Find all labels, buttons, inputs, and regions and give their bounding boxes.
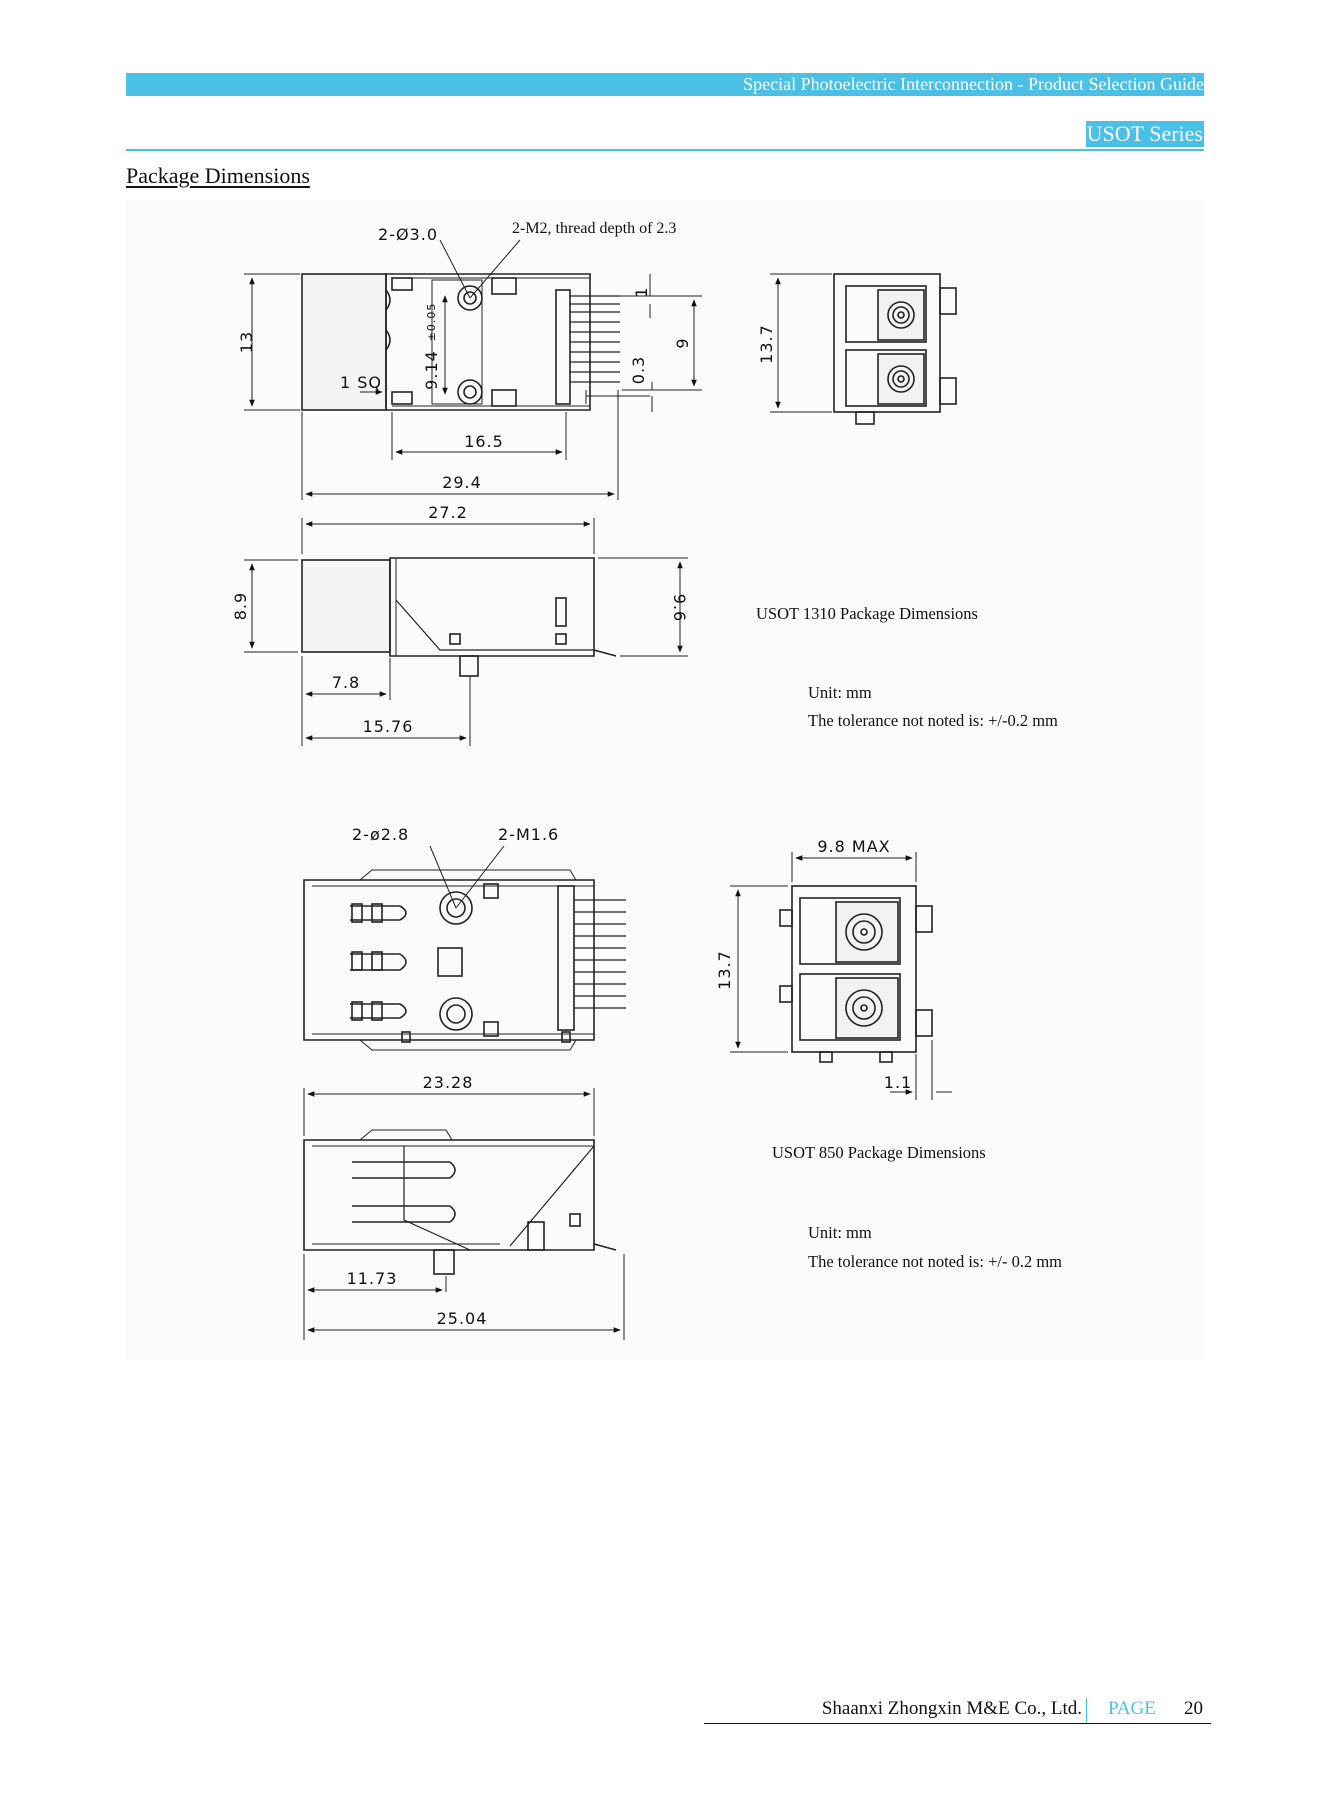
usot850-top-view <box>303 869 626 1051</box>
dim-27-2: 27.2 <box>428 503 468 522</box>
usot850-tolerance: The tolerance not noted is: +/- 0.2 mm <box>808 1252 1062 1271</box>
usot850-front-dimension-labels: 9.8 MAX 13.7 1.1 <box>715 837 912 1092</box>
dim-0-3: 0.3 <box>629 356 648 384</box>
dim-9-6: 9.6 <box>670 594 689 622</box>
usot1310-side-dimension-lines <box>244 518 688 746</box>
usot1310-unit: Unit: mm <box>808 683 872 702</box>
dim-23-28: 23.28 <box>423 1073 474 1092</box>
usot1310-front-view <box>833 273 957 425</box>
dim-25-04: 25.04 <box>437 1309 488 1328</box>
footer: Shaanxi Zhongxin M&E Co., Ltd. PAGE 20 <box>0 1698 1326 1728</box>
usot1310-top-view <box>301 273 650 411</box>
dim-13-7-850: 13.7 <box>715 950 734 990</box>
usot850-front-dimension-lines <box>730 852 952 1100</box>
footer-page-number: 20 <box>1184 1698 1203 1719</box>
dim-9-14-tolerance: ±0.05 <box>425 303 438 342</box>
series-rule <box>126 149 1204 151</box>
footer-separator <box>1086 1698 1087 1724</box>
usot1310-top-dimension-lines <box>244 239 702 500</box>
usot850-side-dimension-labels: 23.28 11.73 25.04 <box>347 1073 488 1328</box>
series-badge: USOT Series <box>1085 121 1204 147</box>
dim-13-7-1310: 13.7 <box>757 324 776 364</box>
footer-company: Shaanxi Zhongxin M&E Co., Ltd. <box>821 1698 1082 1719</box>
usot850-side-view <box>303 1129 617 1275</box>
dim-1: 1 <box>632 286 651 297</box>
usot850-front-view <box>779 885 933 1063</box>
dim-13: 13 <box>237 331 256 353</box>
callout-thread-m2: 2-M2, thread depth of 2.3 <box>512 220 676 237</box>
usot1310-caption: USOT 1310 Package Dimensions <box>756 604 978 623</box>
dim-9-14: 9.14 <box>422 350 441 390</box>
usot1310-side-view <box>301 557 617 677</box>
callout-holes-3-0: 2-Ø3.0 <box>378 225 438 244</box>
usot850-side-dimension-lines <box>303 1088 625 1340</box>
callout-holes-2-8: 2-ø2.8 <box>352 825 409 844</box>
dim-8-9: 8.9 <box>231 592 250 620</box>
section-title: Package Dimensions <box>126 163 310 188</box>
dim-9: 9 <box>673 337 692 348</box>
usot1310-tolerance: The tolerance not noted is: +/-0.2 mm <box>808 711 1058 730</box>
usot850-caption: USOT 850 Package Dimensions <box>772 1143 986 1162</box>
usot1310-front-dimension-lines <box>770 273 832 413</box>
dim-16-5: 16.5 <box>464 432 504 451</box>
dim-1sq: 1 SQ <box>340 373 382 392</box>
footer-page-label: PAGE <box>1108 1698 1156 1719</box>
dim-7-8: 7.8 <box>332 673 360 692</box>
usot850-top-callout-lines <box>429 845 505 909</box>
header-title: Special Photoelectric Interconnection - … <box>743 74 1204 94</box>
usot1310-side-dimension-labels: 27.2 8.9 9.6 7.8 15.76 <box>231 503 689 736</box>
dim-9-8-max: 9.8 MAX <box>817 837 890 856</box>
callout-thread-m1-6: 2-M1.6 <box>498 825 559 844</box>
usot850-top-labels: 2-ø2.8 2-M1.6 <box>352 825 559 844</box>
dim-15-76: 15.76 <box>363 717 414 736</box>
dim-1-1: 1.1 <box>884 1073 912 1092</box>
usot1310-top-dimension-labels: 13 1 SQ 9.14 ±0.05 1 0.3 9 16.5 29.4 2-Ø… <box>237 220 692 492</box>
dim-11-73: 11.73 <box>347 1269 398 1288</box>
dim-29-4: 29.4 <box>442 473 482 492</box>
footer-rule <box>704 1723 1211 1724</box>
usot850-unit: Unit: mm <box>808 1223 872 1242</box>
header-bar: Special Photoelectric Interconnection - … <box>126 73 1204 96</box>
